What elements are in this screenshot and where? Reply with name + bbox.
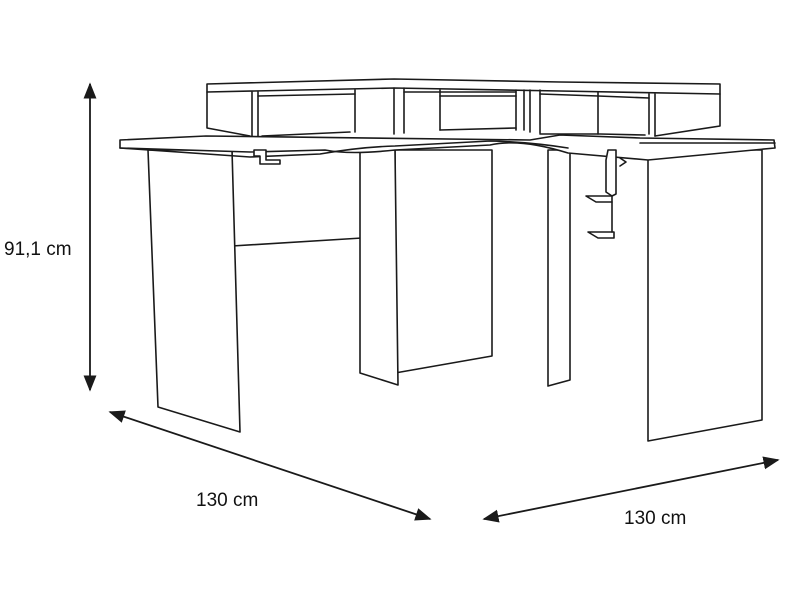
left-leg [147, 149, 241, 433]
left-depth-dimension-arrow [108, 410, 432, 521]
left-headphone-hook [253, 149, 281, 165]
right-depth-label: 130 cm [624, 508, 686, 529]
monitor-hutch-shelf [206, 78, 721, 137]
right-accessory-holder [585, 149, 627, 239]
corner-desk-illustration [119, 78, 776, 442]
right-leg [647, 149, 763, 442]
right-depth-dimension-arrow [482, 456, 780, 523]
center-legs [359, 149, 571, 387]
back-panels [231, 149, 493, 374]
left-depth-label: 130 cm [196, 490, 258, 511]
height-label: 91,1 cm [4, 239, 72, 260]
